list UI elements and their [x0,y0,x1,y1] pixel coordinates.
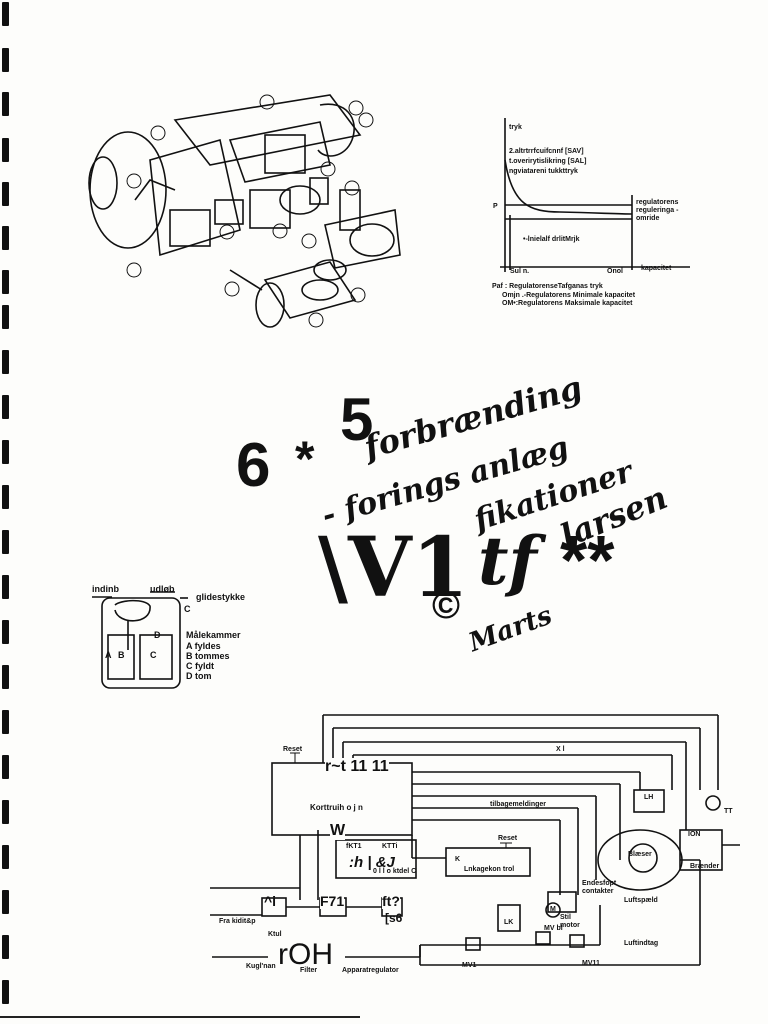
ball-valve-label: Kugl'nan [246,963,276,970]
feedback-label: tilbagemeldinger [490,801,547,808]
graph-regulation-range: regulatorens reguleringa - omride [636,199,679,223]
air-intake-label: Luftindtag [624,940,659,947]
graph-x-min: Sul n. [510,268,530,275]
hi-label: ^i [264,893,277,909]
fo-label: 0 l l o ktdel C [373,868,417,875]
graph-line-3: ngviatareni tukkttryk [509,168,578,175]
s6-label: [s6 [385,911,403,925]
w-label: W [330,822,346,840]
mv1-label: MV1 [462,962,477,969]
meter-a: A fyldes [186,641,221,651]
filter-label: Filter [300,967,318,974]
graph-axis-pressure: tryk [509,124,522,131]
graph-p-mark: P [493,203,498,210]
binding-holes [0,0,14,1024]
meter-d: D tom [186,671,212,681]
ft-label: ft? [382,893,400,909]
kt2-label: KTTi [382,843,398,850]
meter-heading: Målekammer [186,630,241,640]
from-boiler-label: Fra kidit&p [219,918,256,925]
blower-label: Blæser [628,851,652,858]
title-star: * [295,431,315,487]
controller-label: Korttruih o j n [310,803,363,812]
ktul-label: Ktul [268,931,282,938]
page-edge [0,1016,360,1018]
lh-label: LH [644,794,654,801]
graph-x-max: Onol [607,268,623,275]
meter-inlet-label: indinb [92,584,119,594]
reset-label-1: Reset [283,746,303,753]
meter-c: C fyldt [186,661,214,671]
graph-inner-label: •-lnielalf drlitMrjk [523,236,580,243]
lk-label: LK [504,919,514,926]
graph-line-1: 2.altrtrrfcuifcnnf [SAV] [509,148,584,155]
graph-legend-2: Omjn .-Regulatorens Minimale kapacitet [502,292,636,299]
tt-label: TT [724,808,733,815]
meter-b: B tommes [186,651,230,661]
graph-x-axis-label: kapacitet [641,265,672,272]
xl-label: X l [556,746,565,753]
meter-c-mark: C [184,604,191,614]
meter-letter-b: B [118,650,125,660]
apparatus-regulator-label: Apparatregulator [342,967,399,974]
kt1-label: fKT1 [346,843,362,850]
reset-label-2: Reset [498,835,518,842]
leakage-control-label: Lnkagekon trol [464,866,515,873]
burner-label: Brænder [690,863,720,870]
roh-label: rOH [278,938,333,972]
title-tf: tf [478,522,537,600]
graph-legend-3: OM•:Regulatorens Maksimale kapacitet [502,300,633,307]
controller-title: r~t 11 11 [325,758,389,776]
meter-letter-d: D [154,630,161,640]
mv2-label: MV11 [582,960,600,967]
meter-letter-c: C [150,650,157,660]
k-label: K [455,856,461,863]
mvbl-label: MV bl [544,925,563,932]
meter-glide-label: glidestykke [196,592,246,602]
title-number-6: 6 [236,431,271,500]
title-big-v1: \V1 [318,520,469,616]
title-number-5: 5 [340,386,374,453]
f71-label: F71 [320,893,345,909]
graph-line-2: t.overirytislikring [SAL] [509,158,587,165]
end-stop-label: Endesfopt contakter [582,880,617,896]
copyright-mark: © [432,585,460,627]
graph-legend-1: Paf : RegulatorenseTafganas tryk [492,283,603,290]
title-stars: ** [560,521,615,599]
relay-symbols: :h | &J [349,854,395,871]
servo-motor-label: Stil motor [560,914,580,930]
ion-label: ION [688,831,701,838]
meter-letter-a: A [105,650,112,660]
air-damper-label: Luftspæld [624,897,658,904]
meter-outlet-label: udløb [150,584,175,594]
m-label: M [550,906,556,913]
